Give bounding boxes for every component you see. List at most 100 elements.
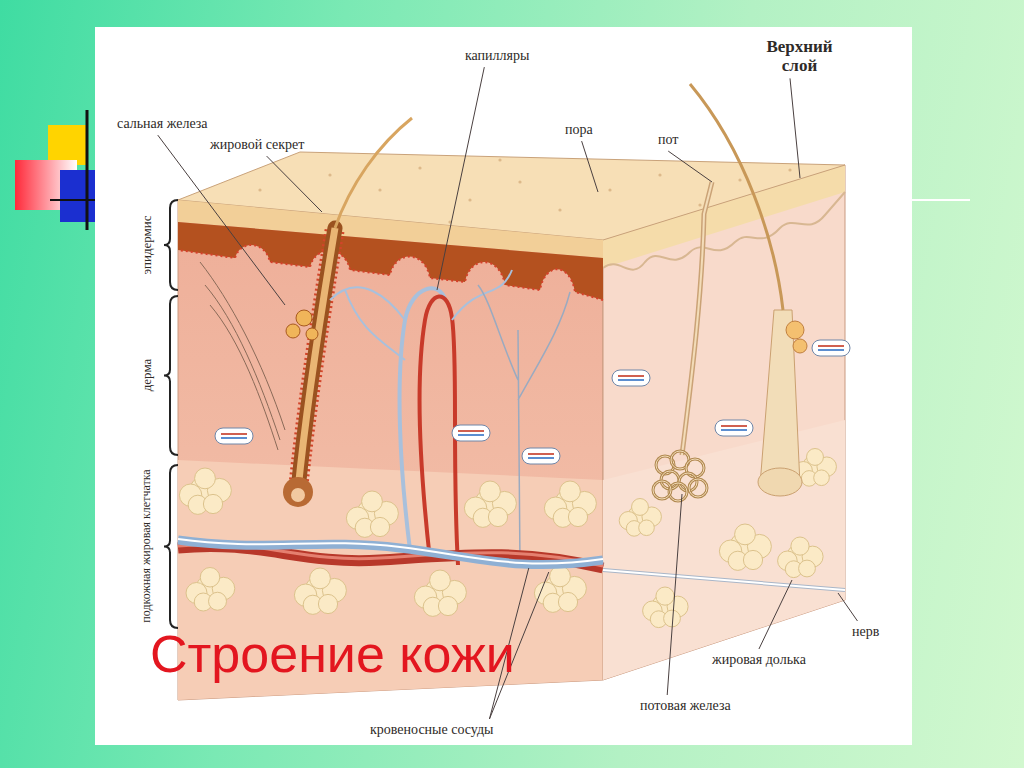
hair-bulb <box>283 477 313 507</box>
sebaceous-gland <box>296 310 312 326</box>
deco-line <box>912 199 970 201</box>
slide-title: Строение кожи <box>150 626 515 683</box>
nerve-ending-stripe <box>458 434 484 436</box>
vein-highlight <box>178 539 603 564</box>
fat-lobule <box>719 524 771 570</box>
fat-lobule <box>544 481 596 527</box>
nerve-ending-stripe <box>618 375 644 377</box>
part-label: нерв <box>852 624 879 640</box>
nerve-ending-body <box>215 428 253 444</box>
part-label: жировая долька <box>712 652 806 668</box>
nerve-ending-stripe <box>818 345 844 347</box>
fat-cell <box>632 499 649 516</box>
fat-cell <box>310 568 331 589</box>
layer-bracket <box>164 296 178 455</box>
leader-line <box>790 78 800 178</box>
nerve-ending-stripe <box>618 379 644 381</box>
sweat-gland-coil <box>653 481 671 499</box>
nerve-ending-body <box>612 370 650 386</box>
sebaceous-gland <box>786 321 804 339</box>
fat-cell <box>558 592 577 611</box>
part-label: кровеносные сосуды <box>370 722 493 738</box>
fat-lobule <box>464 481 516 527</box>
right-face-subcutis <box>603 420 845 680</box>
nerve-ending-body <box>522 448 560 464</box>
surface-dot <box>418 166 421 169</box>
part-label: потовая железа <box>640 698 731 714</box>
part-label: жировой секрет <box>210 137 304 153</box>
sweat-gland-coil <box>653 481 671 499</box>
vein <box>178 540 603 565</box>
part-label: капилляры <box>465 48 529 64</box>
leader-line <box>267 156 322 212</box>
fat-lobule <box>179 468 231 514</box>
fat-lobule <box>346 491 398 537</box>
fat-cell <box>791 537 809 555</box>
fat-cell <box>799 560 816 577</box>
nerve-ending <box>715 420 753 436</box>
sebaceous-gland <box>286 324 300 338</box>
layer-label: дерма <box>140 359 155 392</box>
nerve-ending-body <box>452 425 490 441</box>
right-face-dermis <box>603 165 845 680</box>
fat-cell <box>656 587 674 605</box>
nerve-ending-body <box>715 420 753 436</box>
fat-lobule <box>619 499 661 537</box>
nerve-ending-stripe <box>721 425 747 427</box>
surface-dot <box>328 173 331 176</box>
leader-line <box>158 135 285 305</box>
fat-cell <box>743 550 762 569</box>
surface-dot <box>608 188 611 191</box>
surface-dot <box>378 188 381 191</box>
surface-dot <box>558 208 561 211</box>
front-face-dermis <box>178 200 603 700</box>
nerve-ending-body <box>812 340 850 356</box>
surface-dot <box>518 180 521 183</box>
fat-cell <box>195 468 216 489</box>
nerve-ending-stripe <box>458 430 484 432</box>
surface-dot <box>468 198 471 201</box>
nerve-trunk <box>603 570 845 590</box>
fat-cell <box>639 520 655 536</box>
surface-dot <box>738 178 741 181</box>
part-label: сальная железа <box>117 116 208 132</box>
surface-dot <box>698 203 701 206</box>
nerve-ending-stripe <box>528 457 554 459</box>
fat-cell <box>814 470 830 486</box>
nerve-ending-stripe <box>221 437 247 439</box>
fat-cell <box>430 570 451 591</box>
part-label: Верхний слой <box>752 38 847 75</box>
nerve-ending-stripe <box>221 433 247 435</box>
fat-cell <box>807 449 824 466</box>
nerve-trunk-core <box>603 570 845 590</box>
surface-dot <box>498 158 501 161</box>
sweat-gland-coil <box>689 479 707 497</box>
hair-shaft <box>690 84 783 310</box>
fat-cell <box>480 481 501 502</box>
nerve-fibres <box>200 262 285 450</box>
surface-dot <box>788 168 791 171</box>
skin-block <box>164 84 850 700</box>
fat-lobule <box>414 570 466 616</box>
leader-line <box>838 593 857 621</box>
layer-label: эпидермис <box>140 215 155 274</box>
leader-line <box>582 141 598 192</box>
hair-bulb <box>758 468 802 496</box>
deco-line <box>86 110 89 230</box>
deco-line <box>50 199 96 201</box>
fat-cell <box>318 594 337 613</box>
layer-bracket <box>164 465 178 628</box>
nerve-ending <box>452 425 490 441</box>
hair-papilla <box>291 488 305 502</box>
nerve-ending <box>215 428 253 444</box>
layer-bracket <box>164 200 178 290</box>
hair-follicle-outline <box>298 228 335 490</box>
nerve-ending-stripe <box>818 349 844 351</box>
sweat-gland-coil <box>689 479 707 497</box>
layer-label: подкожная жировая клетчатка <box>140 469 154 622</box>
fat-lobule <box>643 587 688 628</box>
fat-lobule <box>186 568 235 612</box>
nerve-ending <box>522 448 560 464</box>
sweat-duct-lumen <box>682 182 712 455</box>
